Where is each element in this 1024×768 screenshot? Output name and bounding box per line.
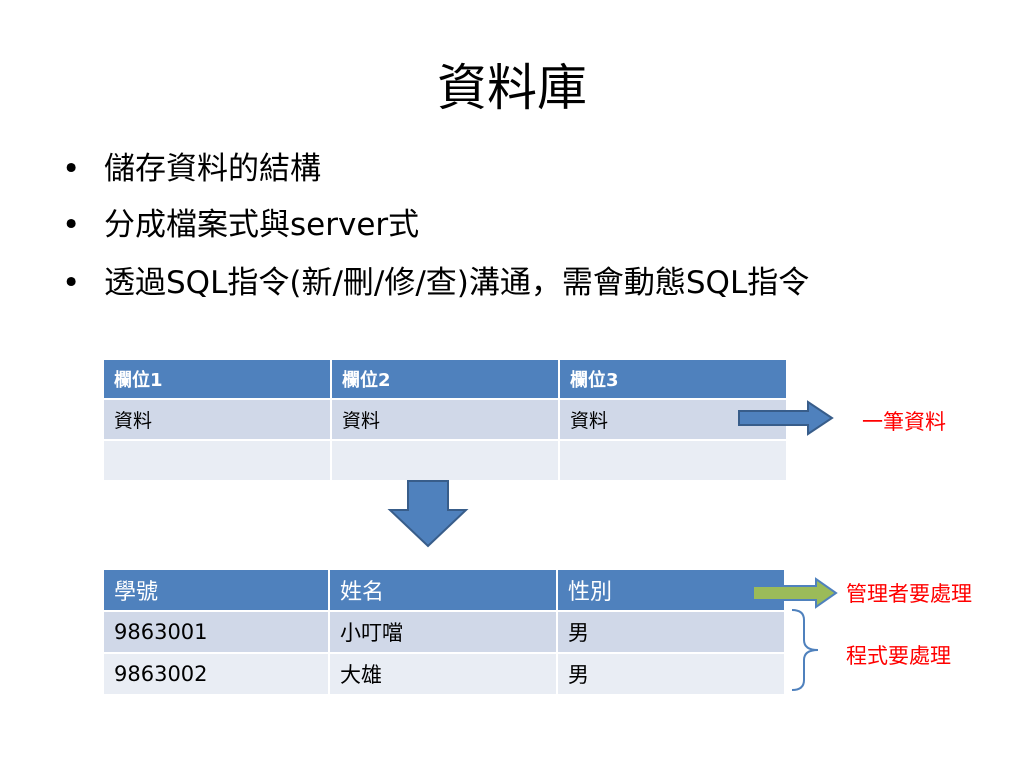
bullet-item: • 透過SQL指令(新/刪/修/查)溝通，需會動態SQL指令: [60, 262, 940, 304]
table-cell: 9863001: [102, 610, 330, 654]
header-cell: 欄位1: [102, 358, 332, 400]
table-cell: 小叮噹: [328, 610, 558, 654]
one-record-label: 一筆資料: [862, 410, 946, 434]
student-table: 學號 姓名 性別 9863001 小叮噹 男 9863002 大雄 男: [102, 568, 786, 696]
bullet-list: • 儲存資料的結構 • 分成檔案式與server式 • 透過SQL指令(新/刪/…: [60, 150, 940, 322]
bullet-text: 透過SQL指令(新/刪/修/查)溝通，需會動態SQL指令: [104, 265, 810, 301]
table-cell: [330, 439, 560, 482]
bullet-text: 分成檔案式與server式: [104, 207, 420, 243]
table-row: 資料 資料 資料: [102, 398, 788, 441]
table-cell: 大雄: [328, 652, 558, 696]
table-cell: 9863002: [102, 652, 330, 696]
table-cell: 資料: [102, 398, 332, 441]
admin-handles-label: 管理者要處理: [846, 582, 972, 606]
program-handles-label: 程式要處理: [846, 644, 951, 668]
arrow-down-icon: [387, 480, 469, 548]
right-brace-icon: [791, 609, 819, 691]
arrow-right-green-icon: [752, 577, 838, 609]
table-cell: [558, 439, 788, 482]
header-cell: 性別: [556, 568, 786, 612]
table-cell: 男: [556, 610, 786, 654]
field-table: 欄位1 欄位2 欄位3 資料 資料 資料: [102, 358, 788, 482]
table-cell: 資料: [330, 398, 560, 441]
bullet-text: 儲存資料的結構: [104, 151, 321, 187]
header-cell: 欄位2: [330, 358, 560, 400]
table-row: [102, 439, 788, 482]
table-cell: 男: [556, 652, 786, 696]
header-cell: 學號: [102, 568, 330, 612]
bullet-item: • 儲存資料的結構: [60, 150, 940, 188]
slide-title: 資料庫: [437, 59, 587, 117]
header-cell: 欄位3: [558, 358, 788, 400]
bullet-dot-icon: •: [62, 207, 81, 243]
bullet-item: • 分成檔案式與server式: [60, 206, 940, 244]
header-cell: 姓名: [328, 568, 558, 612]
table-row: 9863002 大雄 男: [102, 652, 786, 696]
table-row: 9863001 小叮噹 男: [102, 610, 786, 654]
table-cell: [102, 439, 332, 482]
bullet-dot-icon: •: [62, 151, 81, 187]
bullet-dot-icon: •: [62, 265, 81, 301]
arrow-right-icon: [738, 400, 834, 436]
